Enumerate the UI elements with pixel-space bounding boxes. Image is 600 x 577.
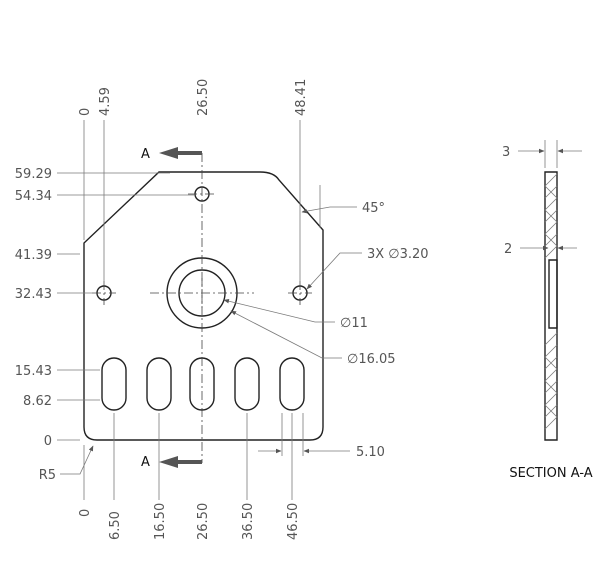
section-arrow-top (159, 147, 202, 159)
section-title: SECTION A-A (509, 466, 592, 481)
top-dim-4841: 48.41 (294, 79, 309, 116)
slot-spacing-callout: 5.10 (356, 445, 385, 460)
bore-leader (223, 299, 335, 323)
left-dim-5434: 54.34 (15, 189, 52, 204)
bottom-dim-2650: 26.50 (196, 503, 211, 540)
slot-1 (101, 357, 127, 411)
fillet-leader (60, 445, 94, 475)
top-dim-2650: 26.50 (196, 79, 211, 116)
chamfer-leader (301, 206, 357, 214)
bottom-dim-0: 0 (78, 509, 93, 517)
holes-callout: 3X ∅3.20 (367, 247, 429, 262)
section-body (544, 171, 558, 441)
bore-callout: ∅11 (340, 316, 368, 331)
left-dim-4139: 41.39 (15, 248, 52, 263)
left-dim-862: 8.62 (23, 394, 52, 409)
left-dim-5929: 59.29 (15, 167, 52, 182)
section-view: 3 2 SECTION A-A (502, 140, 593, 481)
slot-4 (234, 357, 260, 411)
left-dim-1543: 15.43 (15, 364, 52, 379)
slot-2 (146, 357, 172, 411)
top-dim-459: 4.59 (98, 87, 113, 116)
section-step (548, 259, 558, 329)
section-arrow-bottom (159, 456, 202, 468)
fillet-callout: R5 (39, 468, 56, 483)
section-arrow-bottom-label: A (141, 455, 150, 470)
left-dim-0: 0 (44, 434, 52, 449)
chamfer-callout: 45° (362, 201, 385, 216)
bottom-dim-1650: 16.50 (153, 503, 168, 540)
step-dim: 2 (504, 242, 512, 257)
holes-leader (306, 252, 362, 290)
section-hatch (544, 173, 558, 430)
counterbore-callout: ∅16.05 (347, 352, 396, 367)
bottom-dim-4650: 46.50 (286, 503, 301, 540)
plate-outline (83, 171, 324, 441)
bottom-dim-650: 6.50 (108, 511, 123, 540)
thickness-dim: 3 (502, 145, 510, 160)
top-dim-0: 0 (78, 108, 93, 116)
left-dim-3243: 32.43 (15, 287, 52, 302)
bottom-dim-3650: 36.50 (241, 503, 256, 540)
counterbore-leader (230, 310, 342, 359)
section-arrow-top-label: A (141, 147, 150, 162)
slot-5 (279, 357, 305, 411)
